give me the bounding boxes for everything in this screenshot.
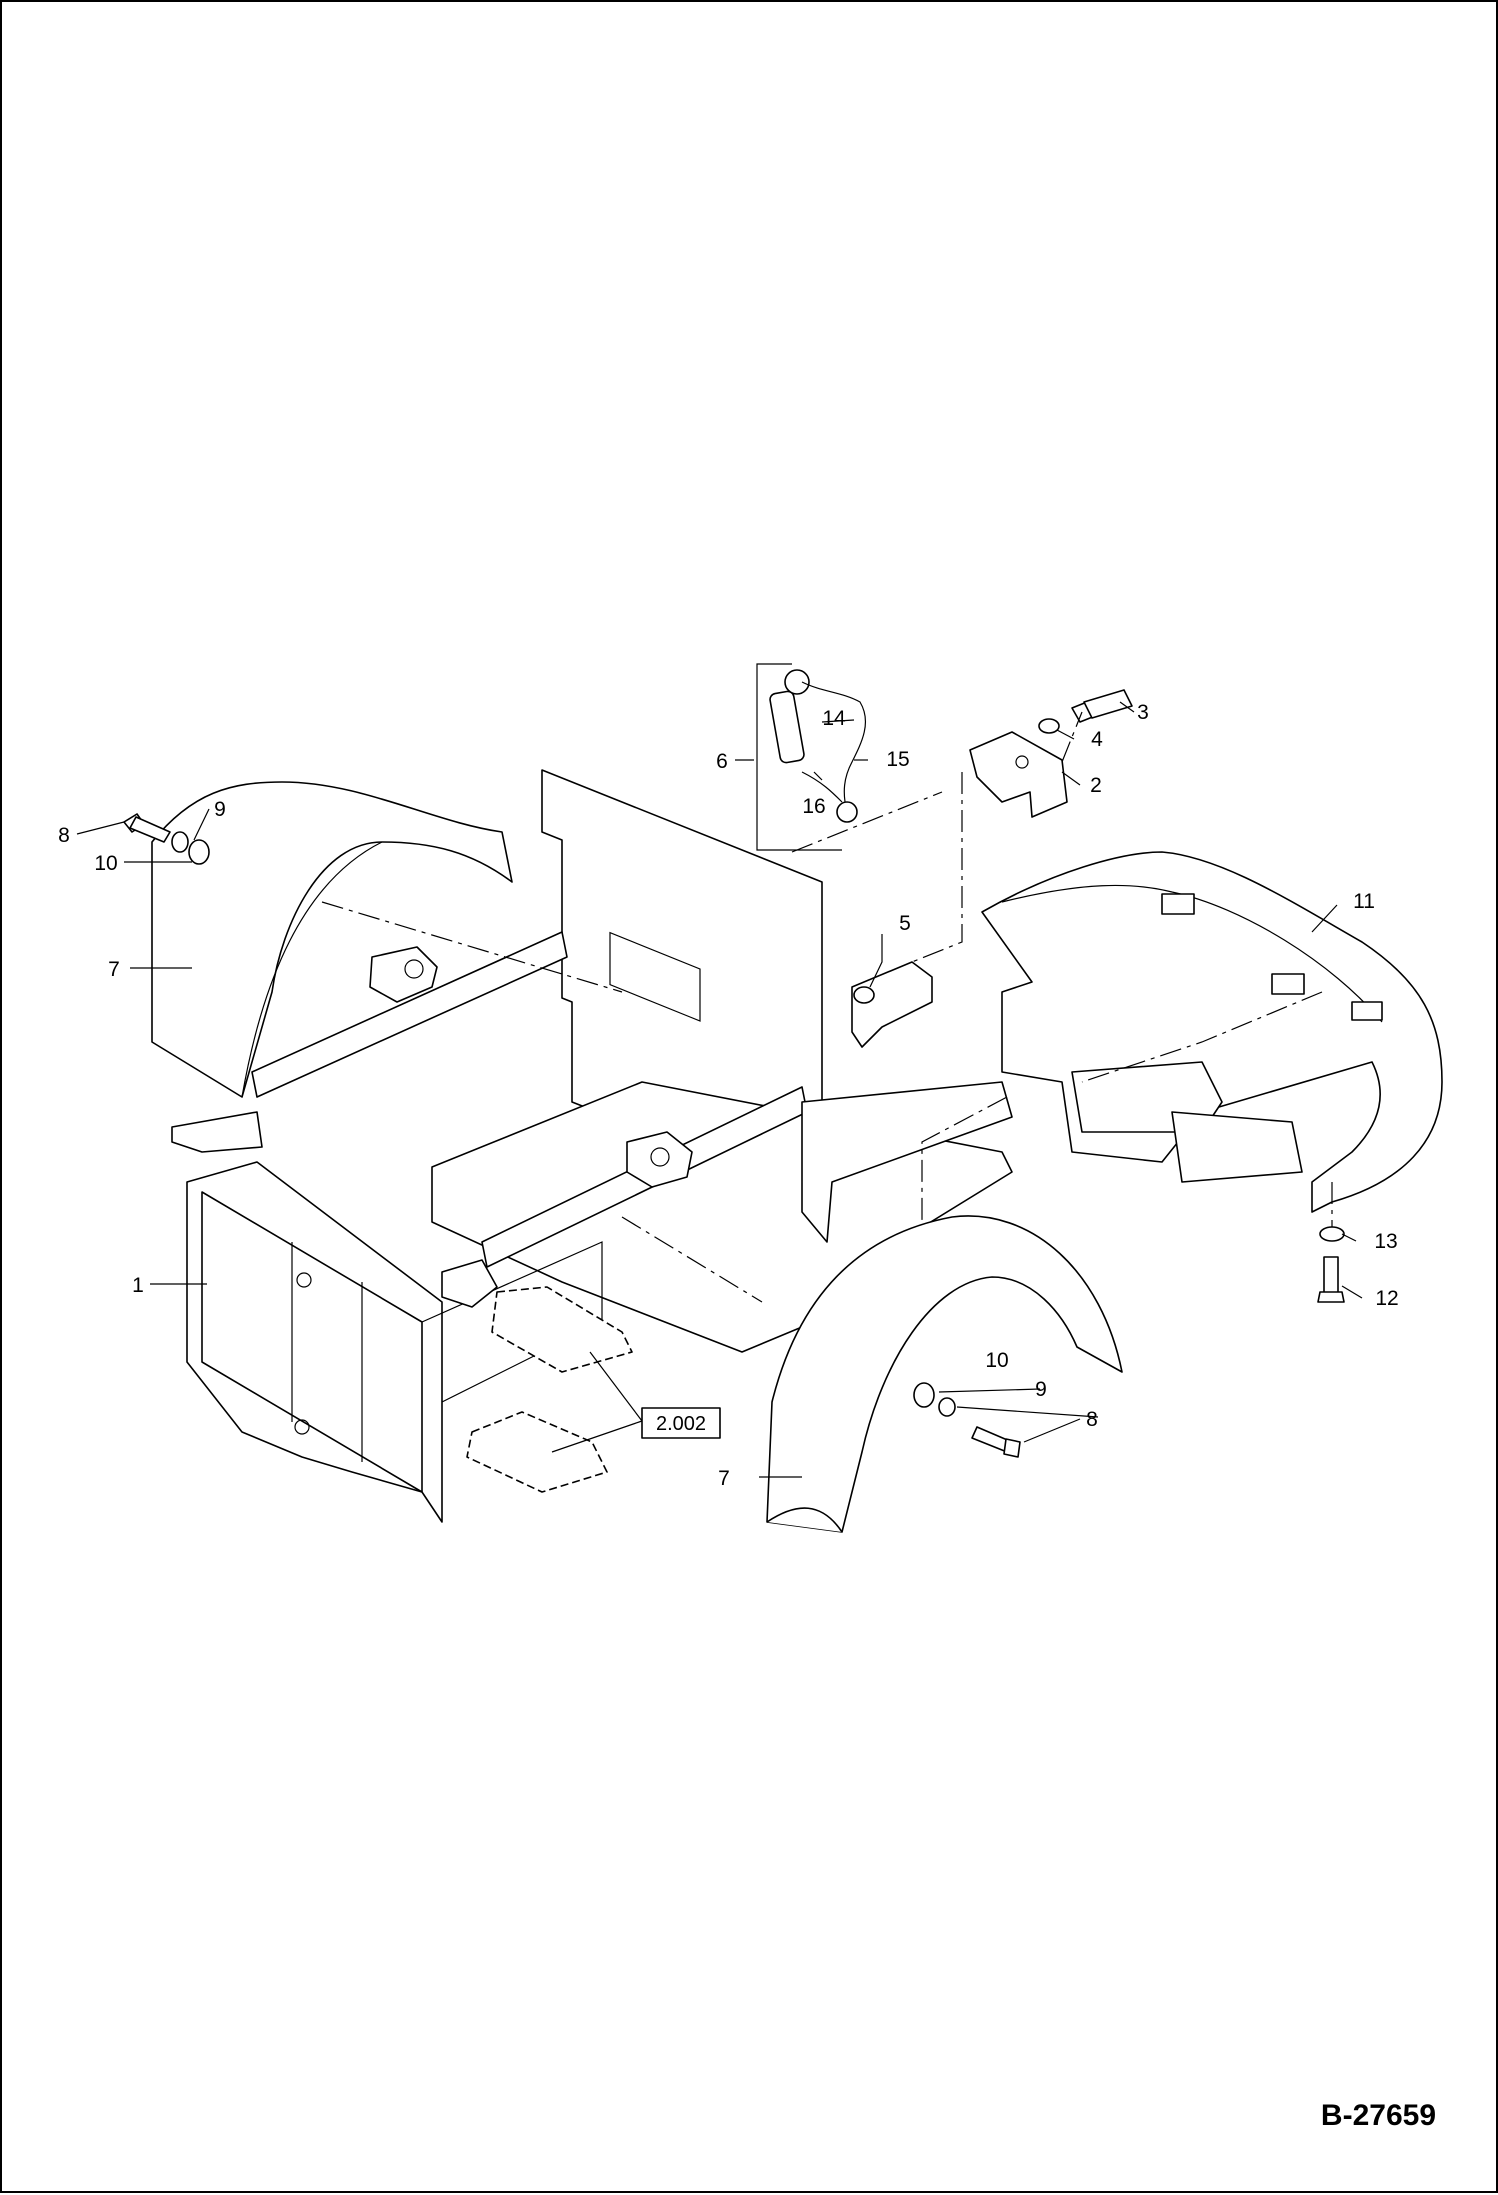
callout-bracket: 2 — [1090, 774, 1102, 797]
leader-lines — [76, 701, 1363, 1478]
callout-counterweight: 11 — [1353, 890, 1375, 913]
callout-washer-right: 9 — [1035, 1378, 1047, 1401]
callout-clip: 15 — [886, 748, 909, 771]
counterweight — [981, 851, 1443, 1213]
reference-box-2-002: 2.002 — [641, 1407, 721, 1439]
callout-washer-left: 9 — [214, 798, 226, 821]
callout-fender-left: 7 — [108, 958, 120, 981]
callout-bolt-left: 8 — [58, 824, 70, 847]
fender-right — [766, 1215, 1123, 1533]
callout-spacer-left: 10 — [94, 852, 117, 875]
pin-assembly — [756, 663, 867, 851]
bottom-bolt-set — [1317, 1226, 1345, 1303]
callout-frame: 1 — [132, 1274, 144, 1297]
left-bolt-set — [123, 813, 210, 865]
callout-chain: 14 — [822, 707, 846, 730]
nut-support — [851, 961, 933, 1048]
callout-nut-support: 5 — [899, 912, 911, 935]
callout-bolt-top: 3 — [1137, 701, 1149, 724]
right-bolt-set — [913, 1382, 1021, 1458]
callout-fender-right: 7 — [718, 1467, 730, 1490]
bracket-assembly — [969, 689, 1133, 818]
callout-washer-bottom: 13 — [1374, 1230, 1397, 1253]
alignment-lines — [321, 711, 1333, 1303]
callout-spacer-right: 10 — [985, 1349, 1008, 1372]
callout-labels: 1 2 3 4 5 6 7 7 8 9 10 8 9 10 11 12 13 1… — [58, 701, 1399, 1490]
callout-bolt-right: 8 — [1086, 1408, 1098, 1431]
fender-left — [151, 781, 513, 1098]
drawing-code: B-27659 — [1320, 2099, 1436, 2132]
callout-pin-assembly: 6 — [716, 750, 728, 773]
callout-ring: 16 — [802, 795, 825, 818]
reference-box-label: 2.002 — [656, 1413, 706, 1435]
callout-washer-top: 4 — [1091, 728, 1103, 751]
callout-bolt-bottom: 12 — [1375, 1287, 1398, 1310]
